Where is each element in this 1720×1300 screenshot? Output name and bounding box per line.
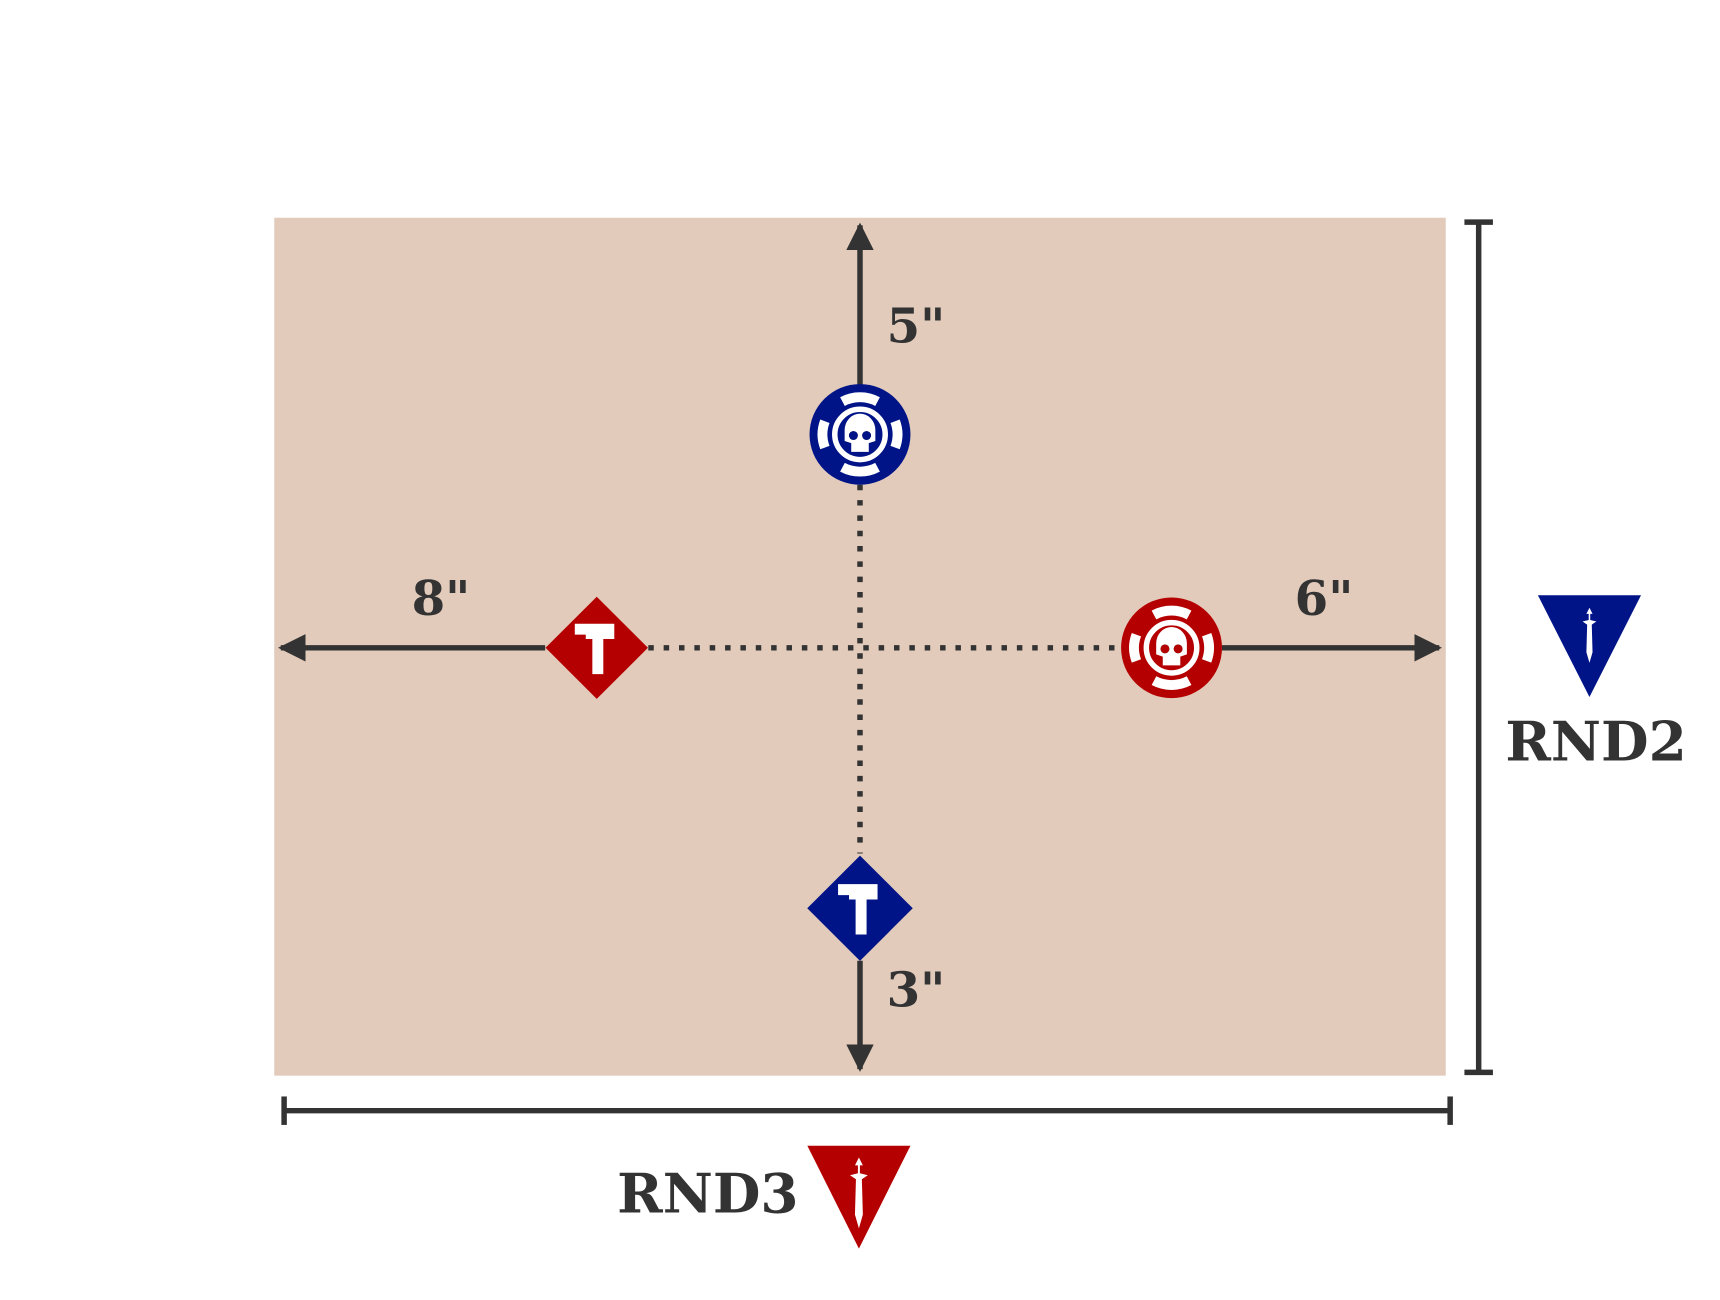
red-deployment-dagger-icon — [807, 1145, 911, 1249]
rnd3-label: RND3 — [617, 1162, 798, 1226]
blue-deployment-dagger-icon — [1537, 595, 1642, 698]
rnd2-label: RND2 — [1505, 710, 1686, 774]
distance-bottom-label: 3" — [887, 963, 946, 1019]
blue-skull-objective-icon — [809, 384, 911, 485]
distance-top-label: 5" — [887, 299, 946, 355]
blue-hammer-icon — [807, 855, 913, 961]
right-dimension-bar — [1464, 219, 1493, 1076]
red-skull-objective-icon — [1121, 597, 1222, 699]
distance-left-label: 8" — [412, 571, 471, 627]
distance-right-label: 6" — [1295, 571, 1354, 627]
bottom-dimension-bar — [281, 1096, 1453, 1125]
